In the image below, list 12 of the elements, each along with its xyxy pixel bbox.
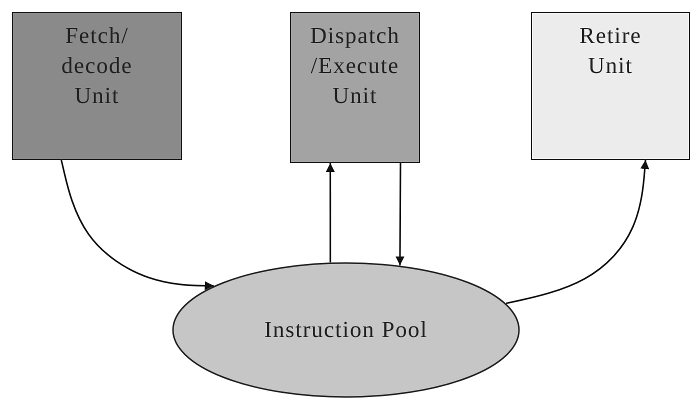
node-label: Fetch/ decode Unit <box>60 22 134 110</box>
unit-box <box>12 12 182 160</box>
node-label: Dispatch /Execute Unit <box>309 22 401 110</box>
arrow <box>60 160 214 290</box>
arrow <box>506 160 650 304</box>
unit-box <box>531 12 690 160</box>
pool-ellipse <box>172 262 520 398</box>
arrow <box>326 163 335 262</box>
unit-box <box>290 12 420 163</box>
arrow <box>396 163 404 266</box>
node-label: Retire Unit <box>578 22 643 80</box>
node-label: Instruction Pool <box>264 316 428 344</box>
